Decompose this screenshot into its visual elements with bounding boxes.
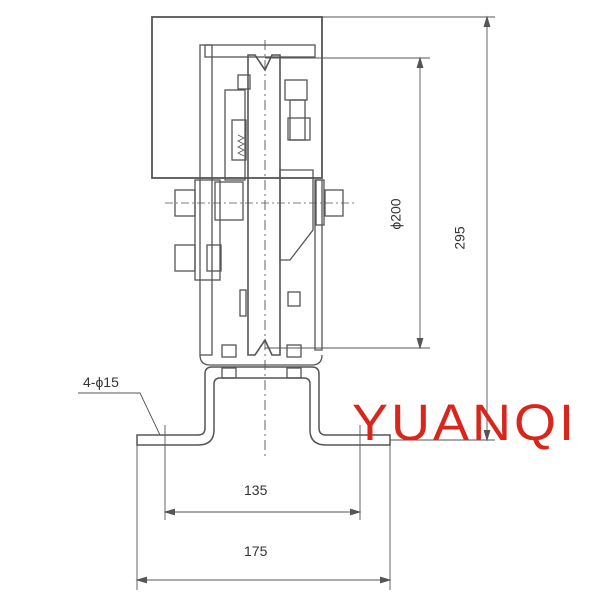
overall-height-label: 295 — [451, 226, 468, 250]
left-plate — [199, 44, 213, 356]
holes-label: 4-ϕ15 — [83, 374, 119, 390]
base-width-label: 175 — [244, 543, 268, 559]
bolt — [174, 244, 196, 272]
yuanqi-logo: YUANQI — [352, 394, 578, 452]
hole-spacing-label: 135 — [244, 482, 268, 498]
sheave-wheel — [247, 54, 281, 356]
frame-bottom — [199, 354, 323, 366]
base-bracket — [136, 366, 391, 446]
hub — [214, 181, 244, 221]
wheel-diameter-label: ϕ200 — [387, 198, 404, 230]
dimension-lines — [78, 15, 495, 590]
top-housing — [151, 16, 323, 179]
back-plate — [204, 44, 316, 58]
